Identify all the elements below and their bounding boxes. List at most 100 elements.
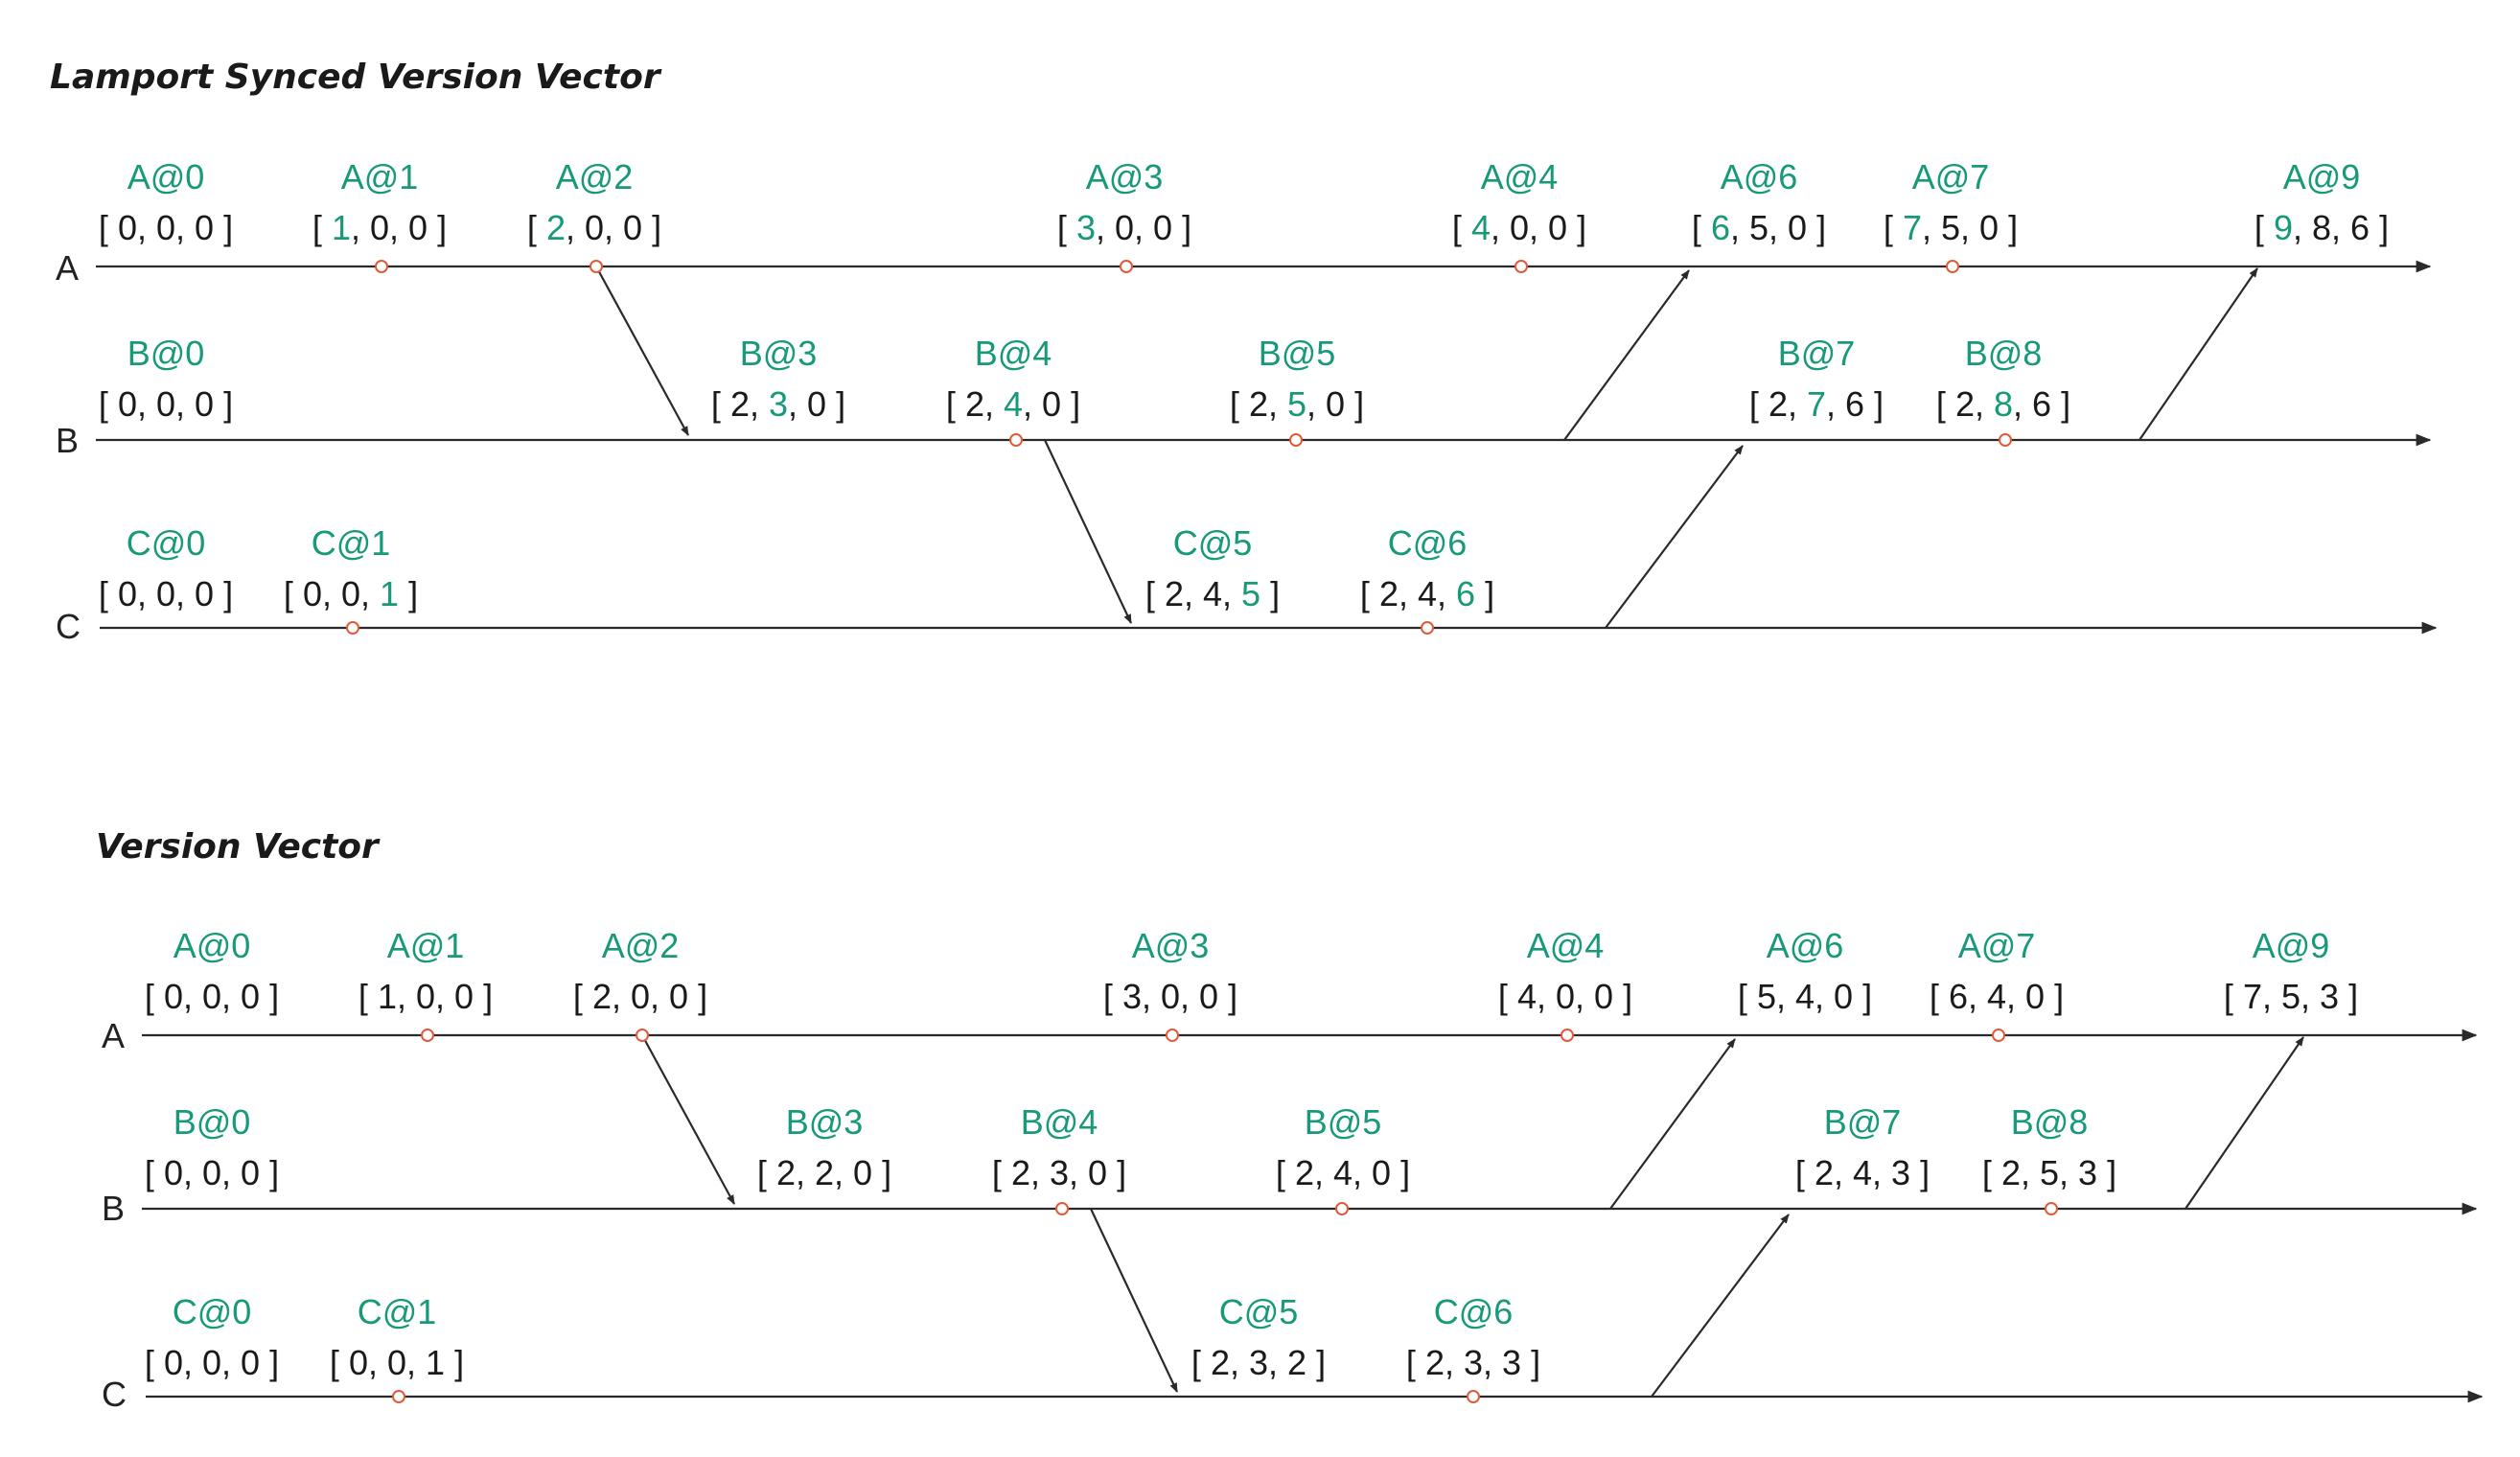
vector-component: 0 — [631, 977, 650, 1016]
vector-punctuation: ] — [826, 384, 845, 424]
vector-punctuation: , — [1399, 574, 1418, 613]
vector-punctuation: , — [604, 208, 623, 247]
event-label: A@3 — [1086, 157, 1164, 197]
vector-component: 0 — [202, 977, 221, 1016]
process-label-a: A — [56, 248, 79, 288]
vector-punctuation: , — [1222, 574, 1241, 613]
event-vector: [ 2, 2, 0 ] — [757, 1153, 891, 1192]
vector-component: 4 — [1418, 574, 1437, 613]
vector-punctuation: [ — [1738, 977, 1757, 1016]
event-dot — [346, 621, 359, 635]
vector-punctuation: , — [368, 1343, 387, 1382]
vector-punctuation: , — [1483, 1343, 1502, 1382]
event-label: A@2 — [556, 157, 634, 197]
event-label: B@0 — [173, 1102, 251, 1142]
vector-component: 3 — [769, 384, 788, 424]
vector-punctuation: ] — [2370, 208, 2389, 247]
vector-punctuation: ] — [260, 1343, 279, 1382]
vector-punctuation: [ — [145, 1343, 164, 1382]
event-vector: [ 2, 4, 0 ] — [1276, 1153, 1410, 1192]
vector-punctuation: , — [397, 977, 416, 1016]
event-vector: [ 2, 4, 0 ] — [946, 384, 1080, 424]
event-label: C@1 — [312, 523, 391, 563]
vector-punctuation: ] — [214, 208, 233, 247]
vector-component: 0 — [1556, 977, 1575, 1016]
vector-component: 0 — [156, 384, 175, 424]
vector-component: 0 — [1510, 208, 1529, 247]
vector-punctuation: , — [175, 208, 195, 247]
message-arrow — [595, 266, 689, 436]
vector-punctuation: , — [137, 574, 156, 613]
vector-punctuation: ] — [2339, 977, 2358, 1016]
vector-component: 5 — [1749, 208, 1769, 247]
vector-punctuation: [ — [312, 208, 332, 247]
event-label: B@7 — [1778, 334, 1856, 373]
vector-punctuation: , — [1776, 977, 1795, 1016]
vector-component: 0 — [195, 574, 214, 613]
vector-component: 4 — [1203, 574, 1222, 613]
vector-component: 0 — [118, 384, 137, 424]
vector-punctuation: [ — [757, 1153, 776, 1192]
vector-punctuation: , — [2013, 384, 2032, 424]
vector-punctuation: ] — [1999, 208, 2018, 247]
vector-component: 0 — [623, 208, 642, 247]
vector-component: 6 — [1949, 977, 1968, 1016]
vector-component: 0 — [164, 1153, 183, 1192]
event-label: A@0 — [127, 157, 205, 197]
vector-punctuation: [ — [1452, 208, 1471, 247]
vector-component: 3 — [1249, 1343, 1268, 1382]
vector-component: 0 — [118, 208, 137, 247]
vector-component: 0 — [1326, 384, 1345, 424]
event-label: C@0 — [127, 523, 206, 563]
vector-component: 3 — [2078, 1153, 2097, 1192]
vector-punctuation: ] — [1853, 977, 1872, 1016]
vector-punctuation: , — [137, 208, 156, 247]
event-label: C@5 — [1173, 523, 1253, 563]
vector-punctuation: , — [1230, 1343, 1249, 1382]
vector-punctuation: , — [2331, 208, 2350, 247]
vector-punctuation: ] — [474, 977, 493, 1016]
event-dot — [1421, 621, 1434, 635]
vector-punctuation: [ — [992, 1153, 1011, 1192]
message-arrow — [1563, 269, 1690, 441]
vector-component: 0 — [853, 1153, 872, 1192]
vector-component: 3 — [1122, 977, 1142, 1016]
vector-component: 4 — [1333, 1153, 1352, 1192]
event-dot — [1514, 260, 1528, 273]
event-label: A@3 — [1132, 926, 1210, 965]
vector-component: 1 — [378, 977, 397, 1016]
event-dot — [2045, 1202, 2058, 1215]
panel-title: Version Vector — [96, 827, 381, 867]
vector-component: 2 — [1011, 1153, 1030, 1192]
message-arrow — [2185, 1036, 2304, 1210]
event-vector: [ 2, 3, 3 ] — [1406, 1343, 1540, 1382]
vector-punctuation: , — [612, 977, 631, 1016]
event-label: A@6 — [1721, 157, 1798, 197]
message-arrow — [1605, 445, 1744, 629]
vector-component: 2 — [1287, 1343, 1306, 1382]
event-vector: [ 0, 0, 1 ] — [330, 1343, 464, 1382]
event-dot — [1166, 1029, 1179, 1042]
message-arrow — [641, 1034, 735, 1205]
event-vector: [ 0, 0, 1 ] — [284, 574, 418, 613]
vector-punctuation: ] — [1345, 384, 1364, 424]
vector-component: 3 — [2320, 977, 2339, 1016]
vector-punctuation: , — [1529, 208, 1548, 247]
vector-punctuation: ] — [1107, 1153, 1126, 1192]
vector-component: 0 — [669, 977, 688, 1016]
message-arrow — [2139, 267, 2258, 441]
event-label: C@5 — [1219, 1292, 1299, 1331]
vector-component: 3 — [1050, 1153, 1069, 1192]
event-dot — [636, 1029, 649, 1042]
vector-punctuation: ] — [1613, 977, 1632, 1016]
vector-component: 5 — [1241, 574, 1260, 613]
event-vector: [ 1, 0, 0 ] — [312, 208, 447, 247]
vector-component: 2 — [1249, 384, 1268, 424]
vector-punctuation: , — [1096, 208, 1115, 247]
vector-punctuation: , — [2300, 977, 2320, 1016]
vector-component: 9 — [2274, 208, 2293, 247]
vector-punctuation: ] — [1567, 208, 1586, 247]
message-arrow — [1044, 439, 1132, 624]
vector-component: 6 — [1456, 574, 1475, 613]
event-label: A@1 — [341, 157, 419, 197]
